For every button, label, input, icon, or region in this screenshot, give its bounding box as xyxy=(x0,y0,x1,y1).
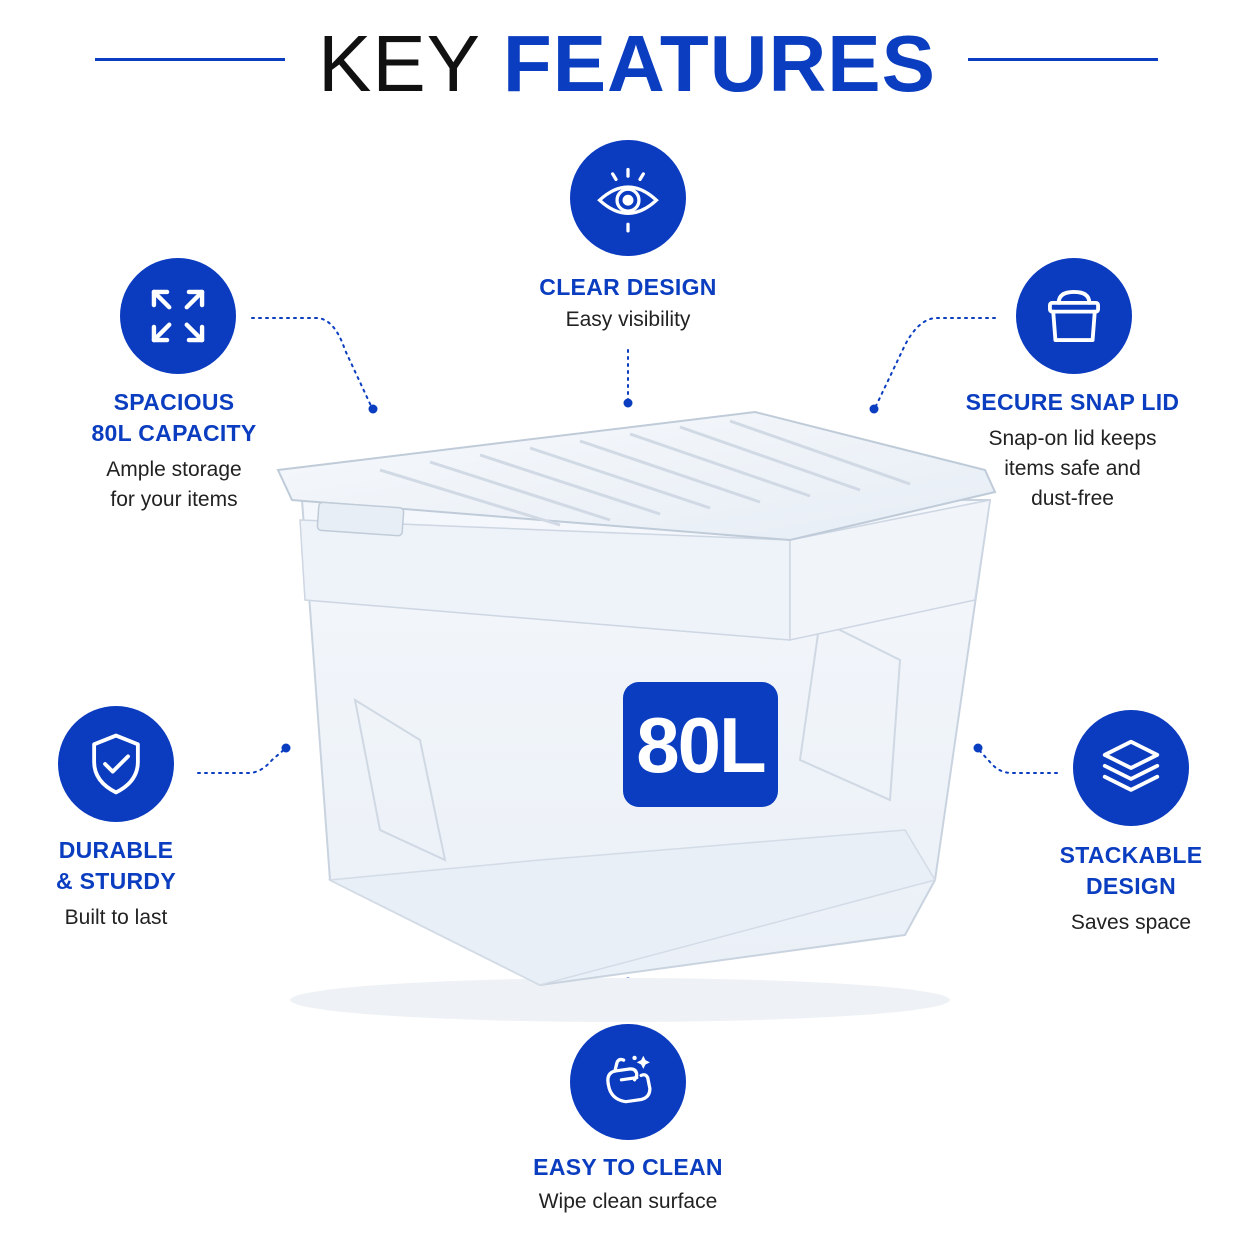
feature-easy-clean-desc: Wipe clean surface xyxy=(538,1190,718,1213)
box-side-cutout-left xyxy=(353,697,447,862)
connector-snap-lid xyxy=(874,317,996,409)
feature-stackable-title-line2: DESIGN xyxy=(1086,873,1176,899)
title-rule-left xyxy=(95,58,285,61)
capacity-badge-label: 80L xyxy=(636,700,766,789)
lid-box-icon xyxy=(1016,258,1132,374)
connector-stackable xyxy=(977,748,1058,774)
feature-stackable-desc: Saves space xyxy=(1070,911,1192,934)
box-lid xyxy=(276,410,997,542)
expand-arrows-icon xyxy=(120,258,236,374)
box-shadow xyxy=(290,978,950,1022)
eye-icon xyxy=(570,140,686,256)
box-floor xyxy=(327,829,937,986)
feature-durable-desc: Built to last xyxy=(64,906,168,929)
feature-clear-design-desc: Easy visibility xyxy=(565,308,691,331)
capacity-badge: 80L xyxy=(623,682,778,807)
connector-dot-clear-design xyxy=(623,398,633,408)
feature-easy-clean-title: EASY TO CLEAN xyxy=(533,1154,723,1180)
connector-dot-stackable xyxy=(973,743,983,753)
feature-clear-design-title: CLEAR DESIGN xyxy=(539,274,717,300)
title-word-key: KEY xyxy=(317,19,480,108)
box-rim-side xyxy=(789,499,991,641)
feature-durable: DURABLE & STURDY Built to last xyxy=(0,835,232,933)
page-title: KEY FEATURES xyxy=(300,18,954,110)
box-side-cutout-right xyxy=(798,618,902,802)
connector-dot-capacity xyxy=(368,404,378,414)
feature-snap-lid: SECURE SNAP LID Snap-on lid keeps items … xyxy=(945,387,1200,514)
lid-ribs xyxy=(379,419,911,527)
feature-snap-lid-desc-line2: items safe and xyxy=(1004,457,1141,480)
connector-dot-durable xyxy=(281,743,291,753)
connector-durable xyxy=(197,747,287,774)
connector-capacity xyxy=(251,317,373,409)
feature-durable-title-line2: & STURDY xyxy=(56,868,176,894)
feature-durable-title-line1: DURABLE xyxy=(58,837,174,863)
wipe-hand-icon xyxy=(570,1024,686,1140)
feature-capacity-desc-line1: Ample storage xyxy=(106,458,242,481)
lid-clip-left xyxy=(316,501,405,537)
feature-easy-clean: EASY TO CLEAN Wipe clean surface xyxy=(478,1152,778,1217)
feature-clear-design: CLEAR DESIGN Easy visibility xyxy=(478,272,778,335)
shield-check-icon xyxy=(58,706,174,822)
feature-capacity: SPACIOUS 80L CAPACITY Ample storage for … xyxy=(40,387,308,515)
feature-snap-lid-desc-line1: Snap-on lid keeps xyxy=(988,427,1157,450)
feature-capacity-title-line2: 80L CAPACITY xyxy=(91,420,257,446)
connector-dot-snap-lid xyxy=(869,404,879,414)
feature-capacity-desc-line2: for your items xyxy=(110,488,238,511)
title-word-features: FEATURES xyxy=(502,19,937,108)
feature-snap-lid-title: SECURE SNAP LID xyxy=(965,389,1180,415)
feature-capacity-title-line1: SPACIOUS xyxy=(113,389,235,415)
feature-snap-lid-desc-line3: dust-free xyxy=(1031,487,1114,510)
feature-stackable-title-line1: STACKABLE xyxy=(1059,842,1203,868)
title-rule-right xyxy=(968,58,1158,61)
layers-icon xyxy=(1073,710,1189,826)
feature-stackable: STACKABLE DESIGN Saves space xyxy=(1020,840,1242,938)
